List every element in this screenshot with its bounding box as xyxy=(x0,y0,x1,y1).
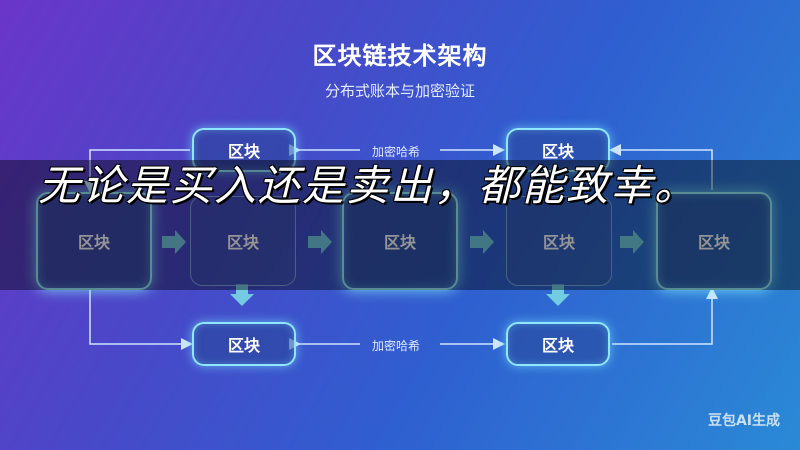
right-bottom-connector xyxy=(612,287,718,345)
page-subtitle: 分布式账本与加密验证 xyxy=(324,82,475,100)
left-bottom-connector xyxy=(89,290,193,350)
right-top-connector xyxy=(609,144,713,190)
block-bottom-left: 区块 xyxy=(192,322,296,366)
edge-label-bottom: 加密哈希 xyxy=(372,339,421,353)
block-top-right: 区块 xyxy=(506,128,610,172)
left-top-connector xyxy=(84,149,190,193)
mid-arrow-3 xyxy=(470,230,494,254)
caption-banner xyxy=(0,160,800,290)
down-arrow-right xyxy=(546,284,570,306)
mid-arrow-4 xyxy=(620,230,644,254)
block-mid-4: 区块 xyxy=(506,196,612,286)
page-title: 区块链技术架构 xyxy=(312,42,488,70)
edge-label-top: 加密哈希 xyxy=(372,145,421,159)
down-arrow-left xyxy=(230,284,254,306)
block-mid-3: 区块 xyxy=(342,192,458,290)
block-mid-5: 区块 xyxy=(656,192,772,290)
watermark: 豆包AI生成 xyxy=(707,413,780,429)
mid-arrow-2 xyxy=(308,230,332,254)
block-mid-2: 区块 xyxy=(190,196,296,286)
block-top-left: 区块 xyxy=(192,128,296,172)
mid-arrow-1 xyxy=(162,230,186,254)
block-mid-1: 区块 xyxy=(36,192,152,290)
block-bottom-right: 区块 xyxy=(506,322,610,366)
caption-text: 无论是买入还是卖出，都能致幸。 xyxy=(38,161,699,210)
